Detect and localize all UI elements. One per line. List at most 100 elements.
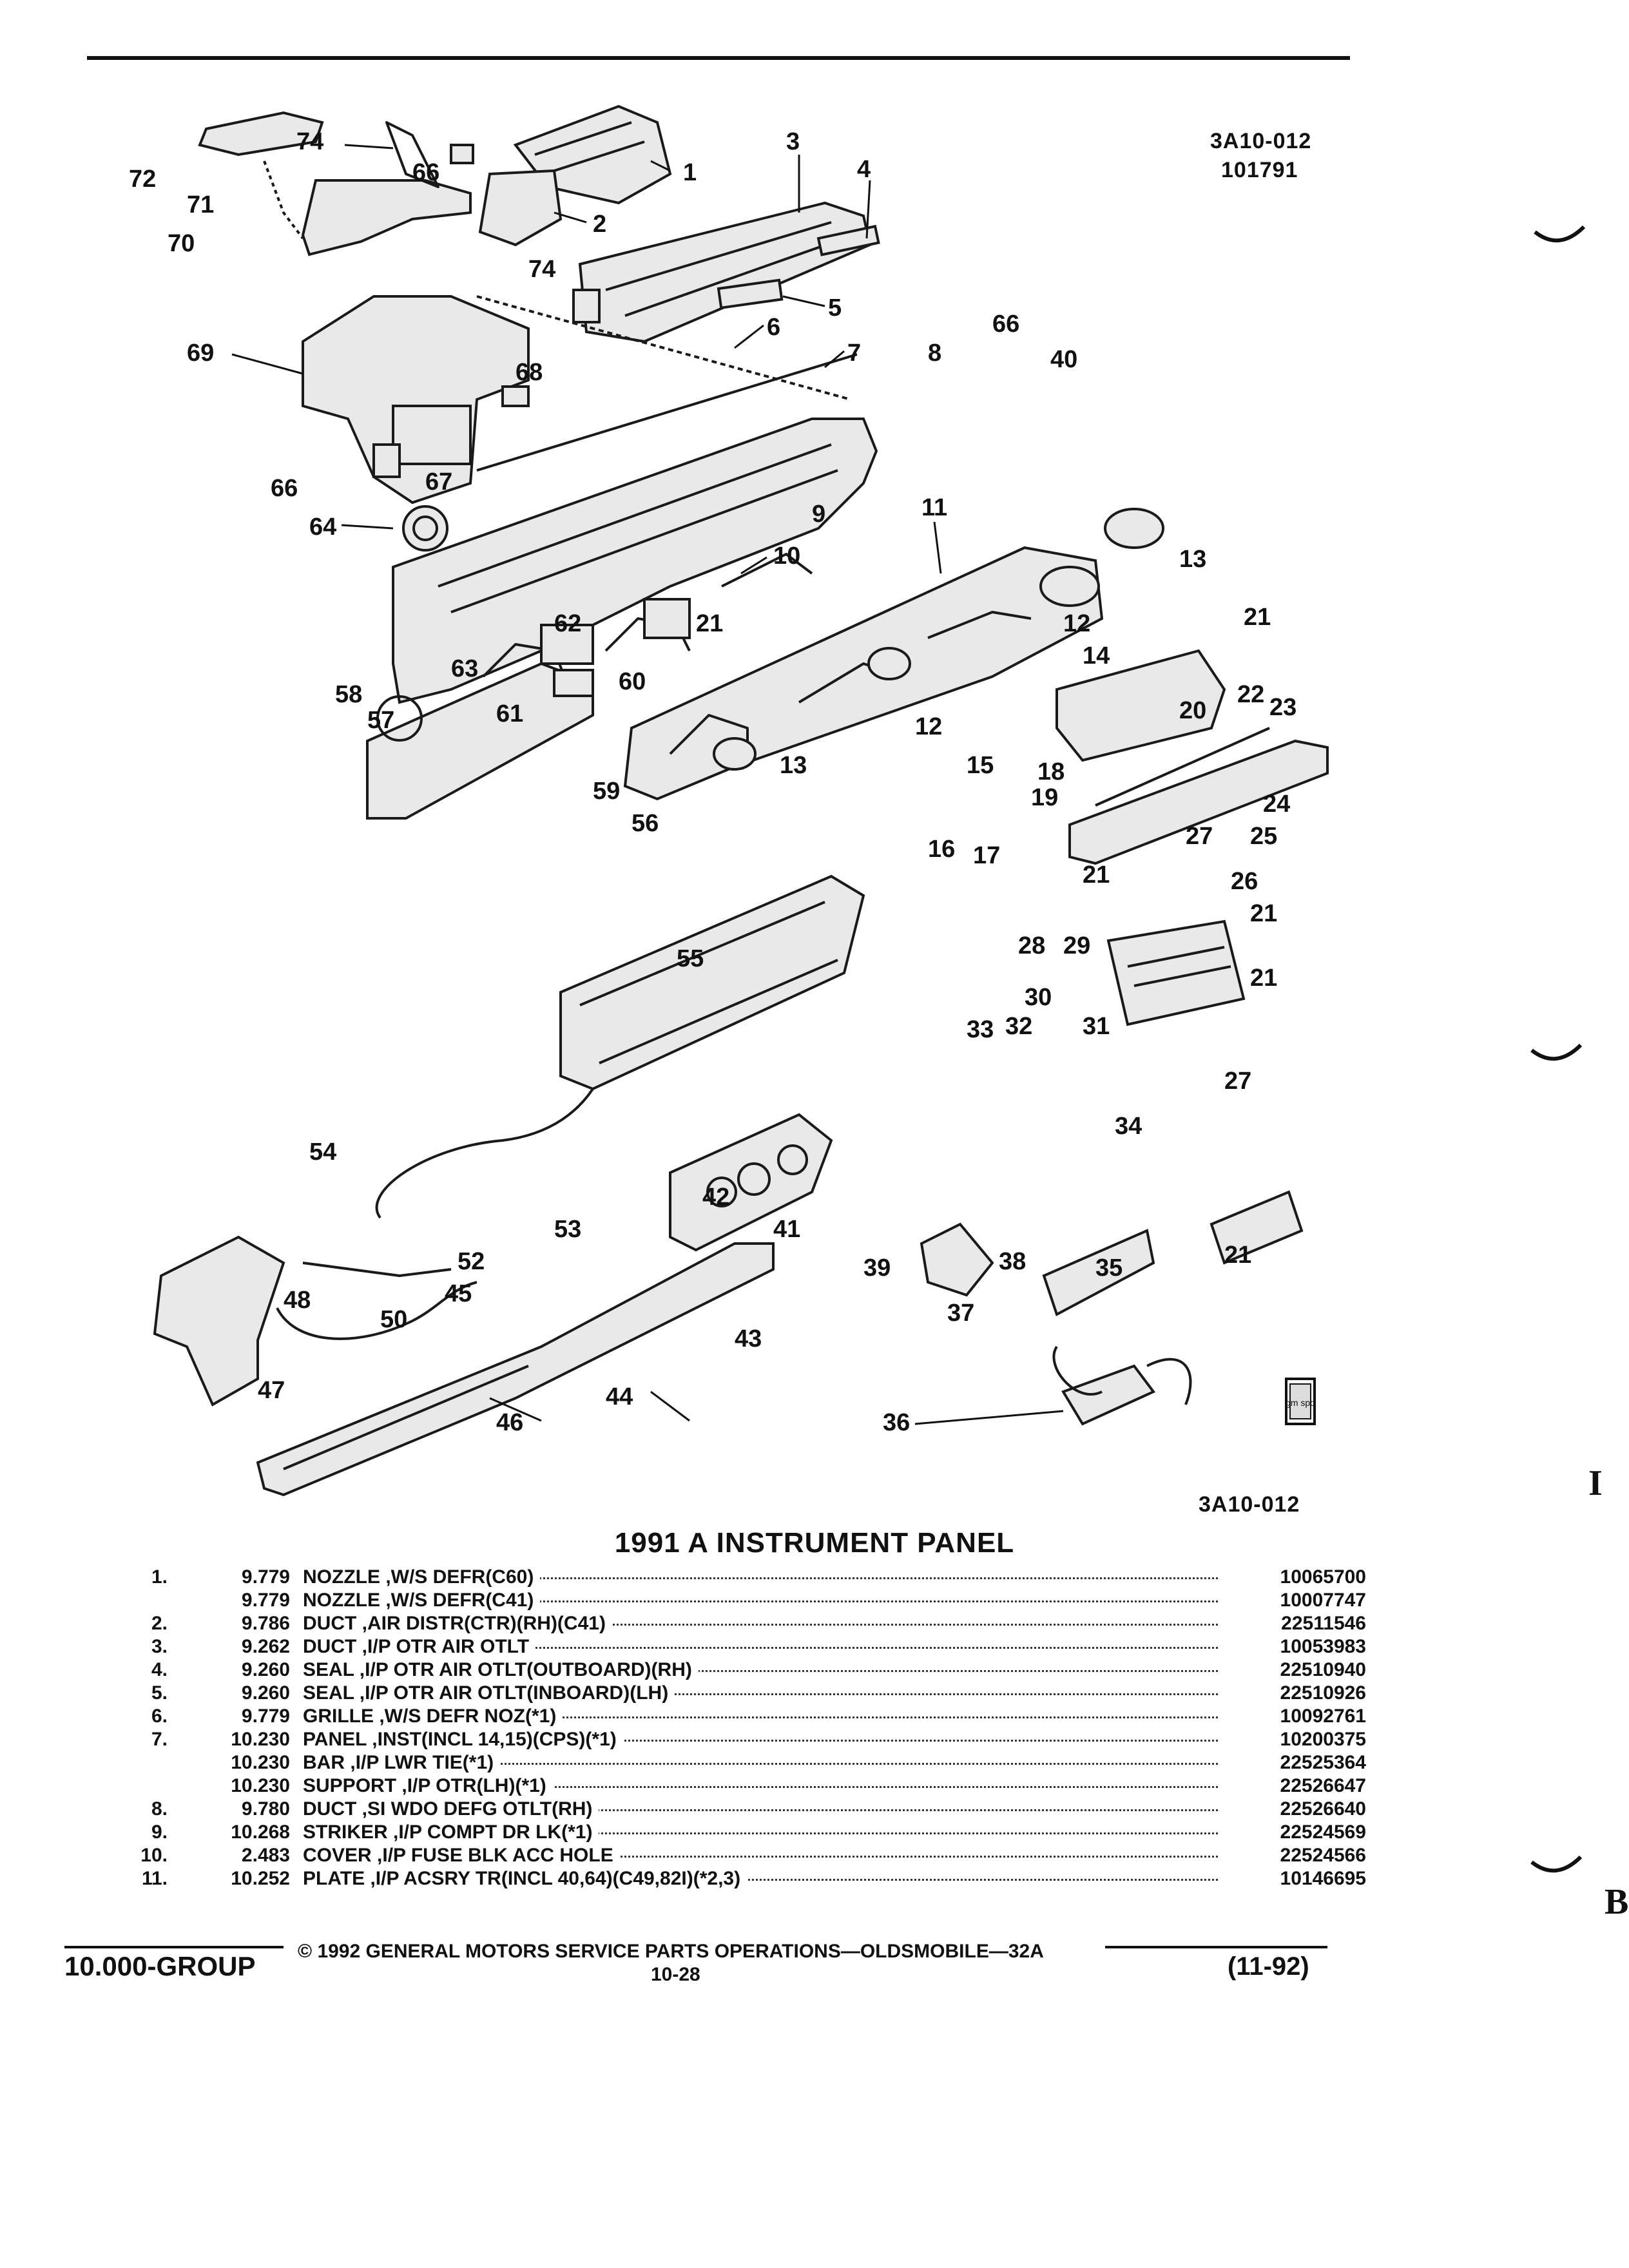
air-duct-left-arm <box>198 111 472 256</box>
callout-12a: 12 <box>1063 610 1090 637</box>
margin-curve-3 <box>1530 1856 1582 1873</box>
top-rule <box>87 56 1350 60</box>
callout-42: 42 <box>702 1184 729 1211</box>
glove-box-assembly <box>1055 649 1329 865</box>
item-number: 2. <box>151 1613 168 1634</box>
part-description-text: NOZZLE ,W/S DEFR(C41) <box>303 1590 541 1611</box>
part-description: DUCT ,I/P OTR AIR OTLT <box>303 1635 536 1658</box>
dot-leader <box>303 1763 1218 1765</box>
callout-51: 52 <box>458 1248 485 1275</box>
exploded-view-illustration: 72 71 70 74 66 1 2 3 4 5 6 7 8 66 40 74 … <box>129 104 1329 1497</box>
callout-43: 43 <box>735 1325 762 1352</box>
group-code: 9.779 <box>241 1566 290 1588</box>
callout-16: 16 <box>928 836 955 863</box>
callout-52: 53 <box>554 1216 581 1243</box>
callout-18: 18 <box>1037 758 1065 785</box>
callout-47: 47 <box>258 1377 285 1404</box>
group-code: 9.779 <box>241 1706 290 1727</box>
callout-27b: 27 <box>1224 1068 1251 1095</box>
callout-21b: 21 <box>696 610 723 637</box>
dot-leader <box>303 1740 1218 1742</box>
item-number: 11. <box>141 1868 168 1889</box>
part-description-text: SEAL ,I/P OTR AIR OTLT(OUTBOARD)(RH) <box>303 1659 699 1680</box>
part-description: COVER ,I/P FUSE BLK ACC HOLE <box>303 1844 620 1867</box>
callout-64b: 66 <box>992 311 1019 338</box>
callout-21f: 21 <box>1224 1242 1251 1269</box>
dot-leader <box>303 1693 1218 1695</box>
callout-3: 3 <box>786 128 800 155</box>
part-description: DUCT ,SI WDO DEFG OTLT(RH) <box>303 1798 599 1821</box>
callout-25: 25 <box>1250 823 1277 850</box>
callout-24: 24 <box>1263 791 1290 818</box>
parts-row: 1. 9.779 NOZZLE ,W/S DEFR(C60) 10065700 <box>110 1566 1366 1589</box>
footer-rule-left <box>64 1946 284 1948</box>
callout-5: 5 <box>828 294 842 322</box>
part-description-text: SEAL ,I/P OTR AIR OTLT(INBOARD)(LH) <box>303 1682 675 1704</box>
page-number: 10-28 <box>651 1964 700 1985</box>
instrument-panel-body <box>392 295 878 704</box>
callout-40: 40 <box>1050 346 1077 373</box>
dot-leader <box>303 1809 1218 1811</box>
callout-21d: 21 <box>1250 900 1277 927</box>
group-code: 10.230 <box>231 1752 290 1773</box>
callout-1: 1 <box>683 159 697 186</box>
seal-inboard <box>717 278 784 309</box>
group-code: 10.230 <box>231 1775 290 1796</box>
callout-35: 35 <box>1095 1254 1123 1282</box>
margin-letter-1: I <box>1588 1463 1603 1503</box>
part-description-text: BAR ,I/P LWR TIE(*1) <box>303 1752 501 1773</box>
margin-curve-2 <box>1530 1044 1582 1061</box>
part-description: SUPPORT ,I/P OTR(LH)(*1) <box>303 1774 553 1798</box>
callout-36: 36 <box>883 1409 910 1436</box>
switch-module <box>540 598 691 697</box>
part-number: 22511546 <box>1219 1612 1366 1635</box>
part-number: 22510926 <box>1219 1682 1366 1705</box>
callout-37: 37 <box>947 1300 974 1327</box>
callout-19: 19 <box>1031 784 1058 811</box>
callout-58: 59 <box>593 778 620 805</box>
air-duct-center <box>478 169 563 247</box>
item-number: 1. <box>151 1566 168 1588</box>
parts-row: 11. 10.252 PLATE ,I/P ACSRY TR(INCL 40,64)… <box>110 1867 1366 1890</box>
i-p-gauge-knob <box>402 505 448 552</box>
callout-61: 62 <box>554 610 581 637</box>
part-description-text: DUCT ,I/P OTR AIR OTLT <box>303 1636 536 1657</box>
callout-32: 32 <box>1005 1013 1032 1040</box>
part-number: 22510940 <box>1219 1658 1366 1682</box>
figure-code-top: 3A10-012 <box>1210 129 1312 153</box>
callout-46: 46 <box>496 1409 523 1436</box>
item-number: 6. <box>151 1706 168 1727</box>
group-code: 9.260 <box>241 1682 290 1704</box>
figure-date-code: 101791 <box>1221 158 1298 182</box>
callout-2: 2 <box>593 211 606 238</box>
callout-34: 34 <box>1115 1113 1142 1140</box>
part-description-text: NOZZLE ,W/S DEFR(C60) <box>303 1566 541 1588</box>
callout-50: 50 <box>380 1306 407 1333</box>
part-description-text: PANEL ,INST(INCL 14,15)(CPS)(*1) <box>303 1729 623 1750</box>
group-code: 2.483 <box>241 1845 290 1866</box>
part-description: DUCT ,AIR DISTR(CTR)(RH)(C41) <box>303 1612 612 1635</box>
part-number: 22526640 <box>1219 1798 1366 1821</box>
part-description-text: PLATE ,I/P ACSRY TR(INCL 40,64)(C49,82I)… <box>303 1868 747 1889</box>
callout-12b: 12 <box>915 713 942 740</box>
part-number: 10146695 <box>1219 1867 1366 1890</box>
dot-leader <box>303 1670 1218 1672</box>
callout-21c: 21 <box>1083 861 1110 889</box>
part-number: 10065700 <box>1219 1566 1366 1589</box>
control-head-assembly <box>1052 1345 1192 1426</box>
part-description: PANEL ,INST(INCL 14,15)(CPS)(*1) <box>303 1728 623 1751</box>
group-code: 10.252 <box>231 1868 290 1889</box>
callout-66: 67 <box>425 468 452 495</box>
item-number: 4. <box>151 1659 168 1680</box>
callout-9: 9 <box>812 501 825 528</box>
seal-outboard <box>816 224 880 256</box>
group-label: 10.000-GROUP <box>64 1951 256 1981</box>
callout-67: 68 <box>516 359 543 386</box>
group-code: 9.262 <box>241 1636 290 1657</box>
dot-leader <box>303 1832 1218 1834</box>
